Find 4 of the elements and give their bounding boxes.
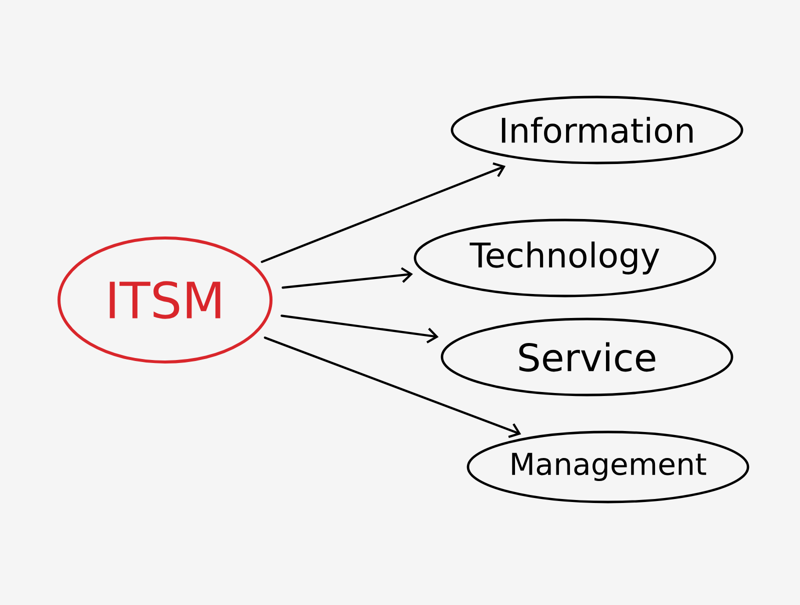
arrow xyxy=(260,162,506,263)
arrow xyxy=(280,314,439,344)
arrow xyxy=(264,336,522,438)
arrow xyxy=(282,267,413,289)
